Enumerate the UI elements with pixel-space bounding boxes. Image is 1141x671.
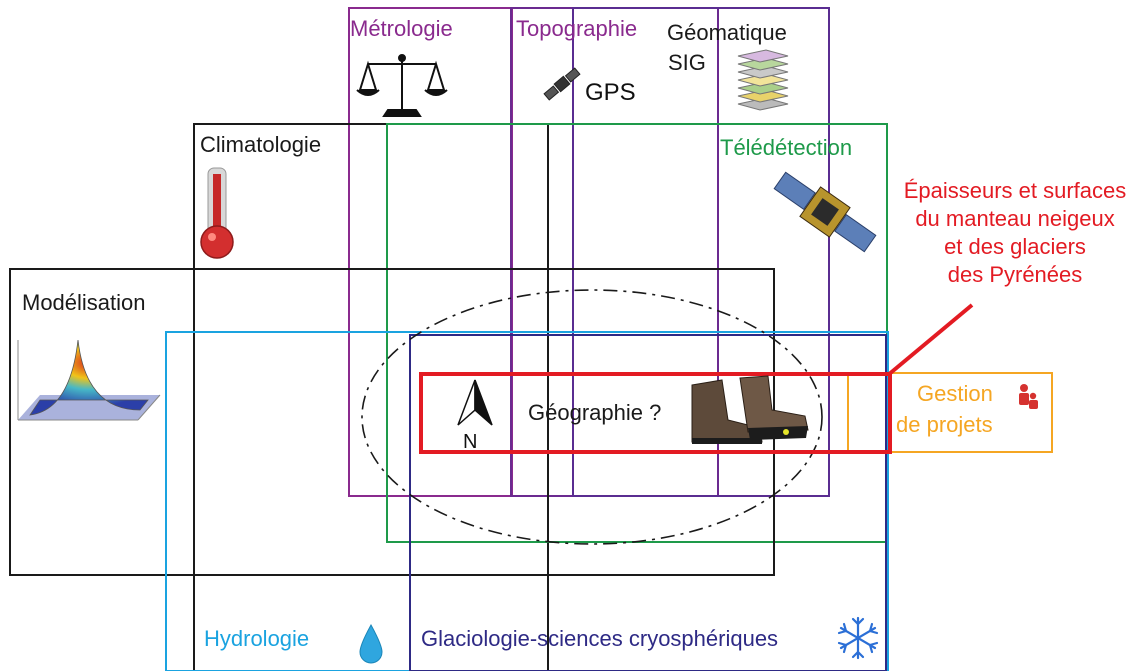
label-metrologie: Métrologie — [350, 16, 453, 41]
label-hydrologie: Hydrologie — [204, 626, 309, 651]
thermometer-icon — [200, 167, 234, 259]
callout-line — [886, 303, 974, 377]
geographie-ellipse — [361, 289, 823, 545]
label-epaisseurs-1: Épaisseurs et surfaces — [904, 178, 1127, 203]
balance-icon — [356, 54, 448, 117]
label-glaciologie: Glaciologie-sciences cryosphériques — [421, 626, 778, 651]
label-geographie: Géographie ? — [528, 400, 661, 425]
satellite-gps-icon: GPS — [543, 67, 636, 106]
gestion-box — [847, 372, 1053, 453]
people-icon — [1019, 384, 1038, 409]
label-epaisseurs-4: des Pyrénées — [948, 262, 1083, 287]
boots-icon — [691, 375, 809, 444]
glaciologie-box — [409, 334, 887, 671]
climatologie-box — [193, 123, 549, 671]
geographie-highlight-box — [419, 372, 892, 454]
gaussian-surface-icon — [17, 339, 161, 421]
label-epaisseurs-2: du manteau neigeux — [915, 206, 1114, 231]
geomatique-box — [572, 7, 830, 497]
label-topographie: Topographie — [516, 16, 637, 41]
label-epaisseurs-3: et des glaciers — [944, 234, 1086, 259]
label-gestion-line1: Gestion — [917, 381, 993, 406]
label-teledetection: Télédétection — [720, 135, 852, 160]
label-climatologie: Climatologie — [200, 132, 321, 157]
label-geomatique: Géomatique — [667, 20, 787, 45]
satellite-icon — [773, 171, 877, 253]
snowflake-icon — [837, 616, 879, 660]
hydrologie-box — [165, 331, 889, 671]
north-arrow-icon: N — [457, 379, 493, 453]
label-north: N — [463, 431, 477, 453]
label-sig: SIG — [668, 50, 706, 75]
label-gestion-line2: de projets — [896, 412, 993, 437]
layers-icon — [737, 49, 789, 111]
label-modelisation: Modélisation — [22, 290, 146, 315]
water-drop-icon — [359, 623, 383, 664]
label-gps: GPS — [585, 79, 636, 106]
